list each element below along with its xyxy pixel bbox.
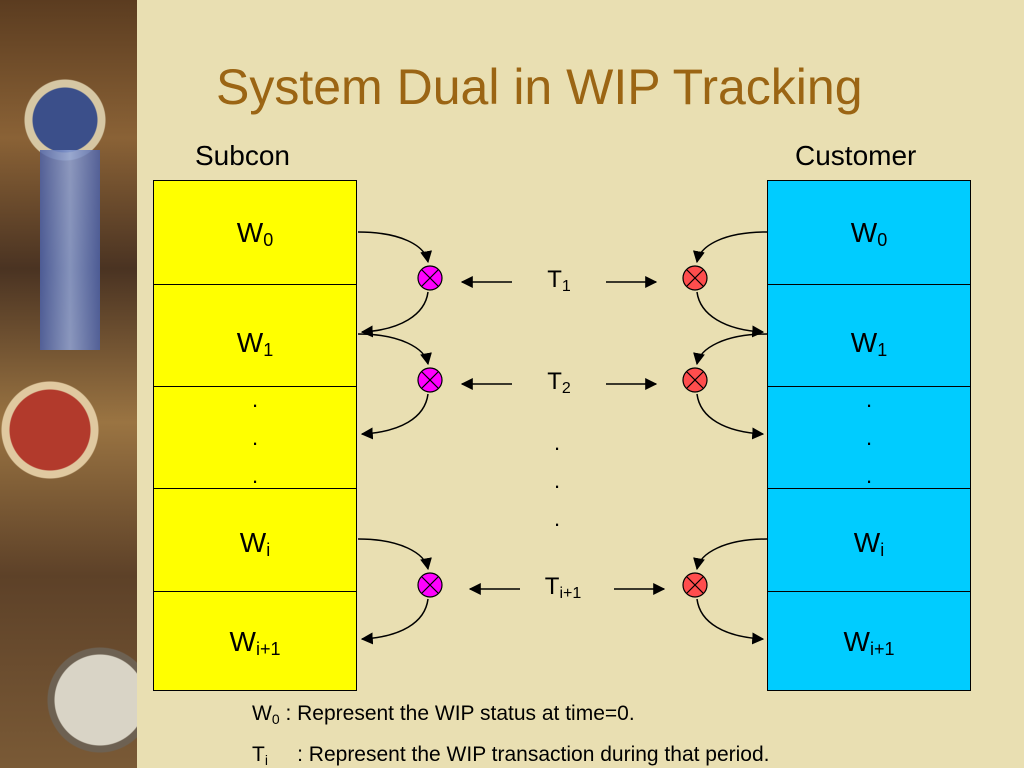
transaction-ti1-label: Ti+1 bbox=[544, 573, 582, 602]
subcon-curve-w0-to-node1 bbox=[357, 231, 433, 264]
subcon-row-wi1: Wi+1 bbox=[154, 591, 356, 691]
customer-curve-w1-to-node2 bbox=[693, 333, 768, 366]
customer-curve-node2-to-ellipsis bbox=[696, 393, 765, 440]
customer-curve-w0-to-node1 bbox=[692, 231, 768, 264]
subcon-w0-label: W0 bbox=[236, 217, 274, 250]
subcon-row-w1: W1 bbox=[154, 284, 356, 386]
subcon-row-ellipsis: . . . bbox=[154, 386, 356, 488]
slide-title: System Dual in WIP Tracking bbox=[216, 59, 863, 115]
customer-node-1 bbox=[682, 265, 708, 291]
subcon-node-2 bbox=[417, 367, 443, 393]
customer-row-wi1: Wi+1 bbox=[768, 591, 970, 691]
customer-wi-label: Wi bbox=[853, 527, 885, 560]
customer-column-label: Customer bbox=[795, 140, 917, 171]
transaction-t1-label: T1 bbox=[547, 266, 571, 295]
customer-wip-stack: W0 W1 . . . Wi Wi+1 bbox=[767, 180, 971, 691]
transaction-t2-label: T2 bbox=[547, 368, 571, 397]
customer-curve-node3-to-wi1 bbox=[696, 598, 765, 645]
legend-note-w0: W0 : Represent the WIP status at time=0. bbox=[252, 702, 635, 727]
customer-wi1-label: Wi+1 bbox=[843, 626, 895, 659]
customer-node-3 bbox=[682, 572, 708, 598]
subcon-wi1-label: Wi+1 bbox=[229, 626, 281, 659]
customer-row-w0: W0 bbox=[768, 181, 970, 284]
customer-ellipsis: . . . bbox=[865, 387, 873, 488]
subcon-curve-node3-to-wi1 bbox=[360, 598, 429, 645]
subcon-node-3 bbox=[417, 572, 443, 598]
customer-w0-label: W0 bbox=[850, 217, 888, 250]
subcon-wi-label: Wi bbox=[239, 527, 271, 560]
customer-row-wi: Wi bbox=[768, 488, 970, 591]
subcon-curve-node2-to-ellipsis bbox=[360, 393, 429, 440]
legend-note-ti: Ti : Represent the WIP transaction durin… bbox=[252, 743, 770, 768]
customer-row-w1: W1 bbox=[768, 284, 970, 386]
subcon-curve-w1-to-node2 bbox=[357, 333, 432, 366]
customer-row-ellipsis: . . . bbox=[768, 386, 970, 488]
decorative-side-image bbox=[0, 0, 137, 768]
subcon-wip-stack: W0 W1 . . . Wi Wi+1 bbox=[153, 180, 357, 691]
subcon-ellipsis: . . . bbox=[251, 387, 259, 488]
medal-ribbon-graphic bbox=[40, 150, 100, 350]
customer-curve-node1-to-w1 bbox=[696, 291, 765, 338]
subcon-node-1 bbox=[417, 265, 443, 291]
subcon-row-wi: Wi bbox=[154, 488, 356, 591]
subcon-column-label: Subcon bbox=[195, 140, 290, 171]
subcon-curve-wi-to-node3 bbox=[357, 538, 432, 571]
customer-w1-label: W1 bbox=[850, 327, 888, 360]
customer-node-2 bbox=[682, 367, 708, 393]
transaction-ellipsis: . . . bbox=[553, 430, 561, 531]
subcon-w1-label: W1 bbox=[236, 327, 274, 360]
customer-curve-wi-to-node3 bbox=[693, 538, 768, 571]
subcon-row-w0: W0 bbox=[154, 181, 356, 284]
subcon-curve-node1-to-w1 bbox=[360, 291, 429, 338]
